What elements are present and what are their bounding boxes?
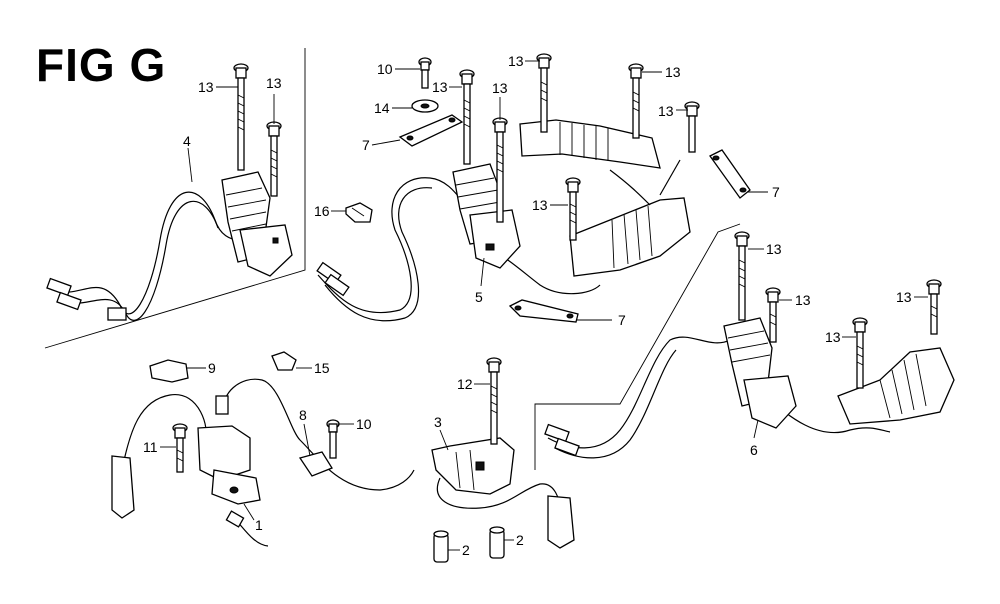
callout-13: 13 bbox=[532, 197, 548, 213]
callout-13: 13 bbox=[665, 64, 681, 80]
washer-14 bbox=[411, 99, 439, 113]
bolt-13-h bbox=[565, 177, 581, 241]
bolt-13-e bbox=[536, 53, 552, 133]
callout-11: 11 bbox=[143, 439, 158, 455]
callout-10: 10 bbox=[377, 61, 393, 77]
callout-13: 13 bbox=[198, 79, 214, 95]
bolt-13-a bbox=[233, 63, 249, 171]
callout-4: 4 bbox=[183, 133, 191, 149]
callout-13: 13 bbox=[795, 292, 811, 308]
bolt-11 bbox=[172, 423, 188, 473]
callout-labels: 13 13 4 10 14 7 13 13 16 13 13 13 13 7 5… bbox=[143, 53, 912, 558]
callout-13: 13 bbox=[492, 80, 508, 96]
clip-16 bbox=[345, 202, 373, 223]
callout-13: 13 bbox=[658, 103, 674, 119]
callout-7: 7 bbox=[362, 137, 370, 153]
figure-title: FIG G bbox=[36, 39, 167, 91]
leader-lines bbox=[160, 60, 928, 551]
callout-1: 1 bbox=[255, 517, 263, 533]
callout-12: 12 bbox=[457, 376, 473, 392]
gasket-plate-7-b bbox=[709, 149, 751, 199]
nut-2-b bbox=[489, 526, 505, 559]
bolt-10-top bbox=[418, 57, 432, 89]
callout-10: 10 bbox=[356, 416, 372, 432]
ignition-coil-assembly-6 bbox=[544, 231, 955, 459]
coil-pair-upper-right bbox=[508, 53, 751, 323]
callout-7: 7 bbox=[772, 184, 780, 200]
bolt-13-j bbox=[765, 287, 781, 343]
bolt-13-l bbox=[926, 279, 942, 335]
callout-13: 13 bbox=[432, 79, 448, 95]
callout-14: 14 bbox=[374, 100, 390, 116]
ignition-coil-assembly-4 bbox=[46, 63, 293, 321]
gasket-plate-7-c bbox=[508, 299, 579, 323]
ignition-coil-assembly-5 bbox=[316, 57, 601, 322]
bolt-10-bottom bbox=[326, 419, 340, 459]
callout-8: 8 bbox=[299, 407, 307, 423]
callout-5: 5 bbox=[475, 289, 483, 305]
panel-dividers bbox=[44, 48, 741, 470]
bolt-13-c bbox=[459, 69, 475, 165]
ignition-coil-assembly-3 bbox=[431, 357, 575, 563]
gasket-plate-7-a bbox=[398, 114, 464, 147]
bolt-13-k bbox=[852, 317, 868, 389]
callout-13: 13 bbox=[896, 289, 912, 305]
callout-16: 16 bbox=[314, 203, 330, 219]
bolt-13-i bbox=[734, 231, 750, 321]
clip-15 bbox=[271, 351, 297, 371]
callout-15: 15 bbox=[314, 360, 330, 376]
ignition-coil-assembly-1 bbox=[111, 351, 415, 547]
callout-3: 3 bbox=[434, 414, 442, 430]
callout-13: 13 bbox=[508, 53, 524, 69]
clip-9 bbox=[149, 359, 189, 383]
bolt-12 bbox=[486, 357, 502, 445]
callout-13: 13 bbox=[825, 329, 841, 345]
callout-7: 7 bbox=[618, 312, 626, 328]
wire-8 bbox=[298, 451, 333, 477]
nut-2-a bbox=[433, 530, 449, 563]
callout-13: 13 bbox=[766, 241, 782, 257]
callout-9: 9 bbox=[208, 360, 216, 376]
callout-2: 2 bbox=[462, 542, 470, 558]
callout-13: 13 bbox=[266, 75, 282, 91]
bolt-13-b bbox=[266, 121, 282, 197]
callout-2: 2 bbox=[516, 532, 524, 548]
callout-6: 6 bbox=[750, 442, 758, 458]
bolt-13-f bbox=[628, 63, 644, 139]
bolt-13-g bbox=[684, 101, 700, 153]
